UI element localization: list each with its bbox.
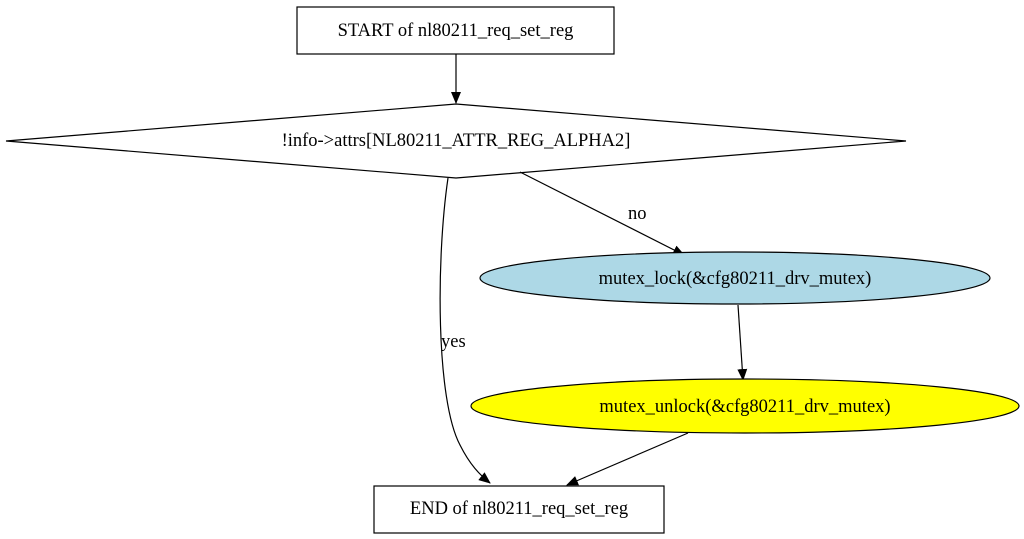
- edge-no: no: [519, 171, 685, 256]
- edge-lock-to-unlock: [737, 304, 748, 381]
- end-node-label: END of nl80211_req_set_reg: [410, 499, 628, 519]
- edge-unlock-to-end: [566, 432, 689, 486]
- decision-node-label: !info->attrs[NL80211_ATTR_REG_ALPHA2]: [282, 131, 631, 151]
- edge-yes-label: yes: [441, 332, 466, 352]
- lock-node-label: mutex_lock(&cfg80211_drv_mutex): [599, 269, 872, 289]
- edge-no-label: no: [628, 204, 647, 224]
- lock-node: mutex_lock(&cfg80211_drv_mutex): [479, 251, 991, 305]
- lock-node-ellipse: [479, 251, 991, 305]
- edge-yes: yes: [439, 177, 491, 484]
- unlock-node: mutex_unlock(&cfg80211_drv_mutex): [470, 378, 1020, 434]
- edge-decision-to-end: [439, 177, 491, 484]
- decision-node: !info->attrs[NL80211_ATTR_REG_ALPHA2]: [5, 103, 907, 179]
- end-node: END of nl80211_req_set_reg: [373, 485, 665, 534]
- decision-node-diamond: [5, 103, 907, 179]
- end-node-box: [373, 485, 665, 534]
- start-node-label: START of nl80211_req_set_reg: [338, 21, 574, 41]
- start-node-box: [296, 6, 615, 55]
- edge-decision-to-lock: [519, 171, 685, 256]
- unlock-node-label: mutex_unlock(&cfg80211_drv_mutex): [599, 397, 890, 417]
- start-node: START of nl80211_req_set_reg: [296, 6, 615, 55]
- unlock-node-ellipse: [470, 378, 1020, 434]
